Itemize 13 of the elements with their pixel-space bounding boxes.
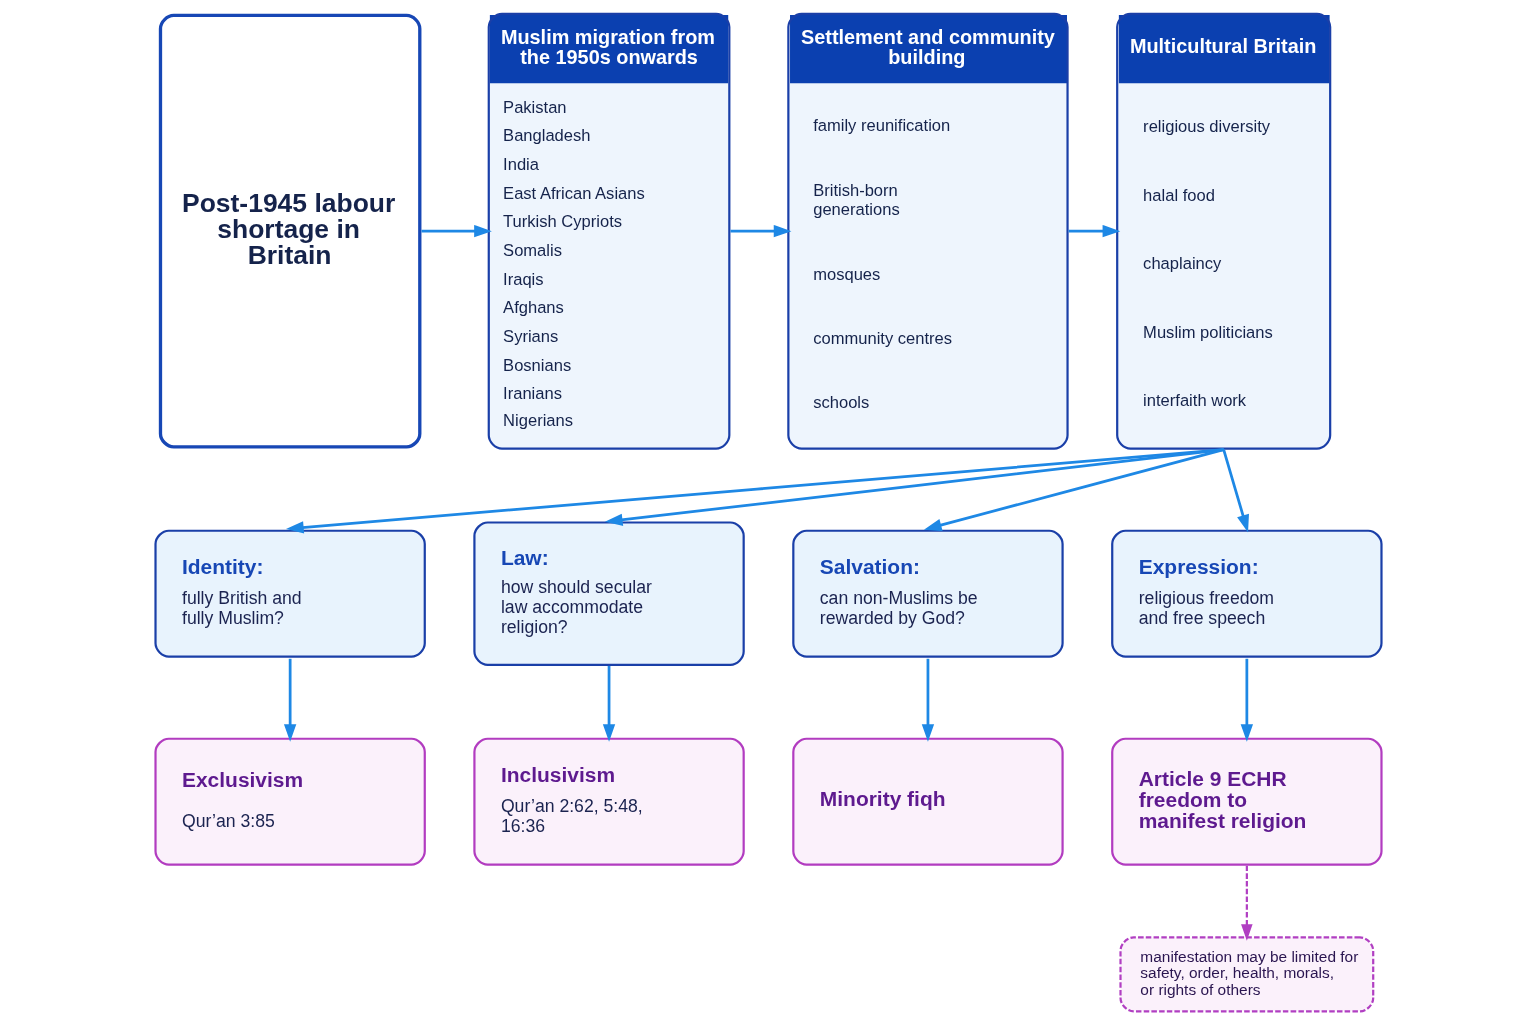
arrow <box>1068 224 1120 238</box>
arrow <box>283 658 296 742</box>
arrow <box>604 448 1224 526</box>
arrow <box>729 224 791 238</box>
arrow <box>1221 449 1249 533</box>
arrow <box>420 224 492 238</box>
arrow <box>1240 658 1253 742</box>
arrow <box>923 448 1224 532</box>
node-box: manifestation may be limited for safety, order, health, morals, or rights of others <box>1118 936 1374 1013</box>
arrow <box>602 665 615 742</box>
arrow <box>285 448 1224 534</box>
arrow <box>1240 865 1253 941</box>
arrow <box>921 658 934 742</box>
